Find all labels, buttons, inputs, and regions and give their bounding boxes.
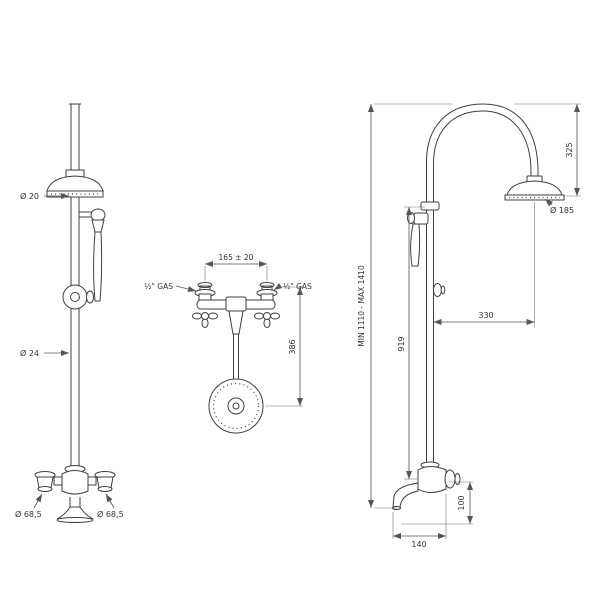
front-shower-head	[46, 175, 104, 198]
front-diverter	[62, 284, 94, 310]
top-view: 165 ± 20 ½" GAS ½" GAS 386	[144, 253, 312, 434]
front-right-handle	[94, 471, 116, 492]
front-hand-shower	[79, 208, 106, 302]
dim-label-side-spout-drop: 100	[457, 495, 466, 510]
front-riser-pipe	[65, 103, 85, 467]
side-spout	[392, 482, 419, 510]
side-valve-body	[417, 461, 461, 493]
top-left-union	[194, 282, 216, 303]
top-right-handle	[254, 312, 280, 328]
side-hand-shower	[407, 212, 429, 267]
top-right-union	[256, 282, 278, 303]
top-valve-body	[196, 296, 276, 312]
front-spout	[56, 497, 94, 523]
dim-label-side-total-height-range: MIN 1110 - MAX 1410	[357, 265, 366, 347]
front-left-handle	[34, 471, 56, 492]
dim-label-side-spout-reach: 140	[411, 540, 426, 549]
front-mixer-body	[53, 465, 97, 495]
dim-label-side-head-diameter: Ø 185	[550, 205, 574, 215]
top-dimension-lines	[175, 261, 303, 407]
dim-label-side-column-height: 919	[397, 336, 406, 351]
front-view: Ø 20 Ø 24 Ø 68,5 Ø 68,5	[15, 103, 124, 523]
side-column-pipe	[426, 210, 434, 465]
dim-label-front-right-handle-diameter: Ø 68,5	[97, 509, 124, 519]
dim-label-top-head-projection: 386	[288, 339, 297, 354]
dim-label-top-centers-distance: 165 ± 20	[219, 253, 254, 262]
dim-label-front-left-handle-diameter: Ø 68,5	[15, 509, 42, 519]
top-spout	[228, 310, 244, 380]
side-shower-head	[504, 175, 565, 201]
side-gooseneck-arc	[420, 103, 539, 212]
side-view: MIN 1110 - MAX 1410 325 919 330 Ø 185 10…	[357, 103, 581, 549]
dim-label-front-head-pipe-diameter: Ø 20	[20, 191, 39, 201]
side-dimension-lines	[368, 103, 581, 539]
dim-label-front-riser-diameter: Ø 24	[20, 348, 39, 358]
side-slider-knob	[433, 283, 446, 297]
top-head-circle	[208, 378, 264, 434]
top-left-handle	[192, 312, 218, 328]
dim-label-top-left-connection: ½" GAS	[144, 282, 173, 291]
dim-label-top-right-connection: ½" GAS	[283, 282, 312, 291]
dim-label-side-head-reach: 330	[478, 311, 493, 320]
front-dimension-leaders	[33, 193, 115, 509]
dim-label-side-arc-height: 325	[565, 142, 574, 157]
